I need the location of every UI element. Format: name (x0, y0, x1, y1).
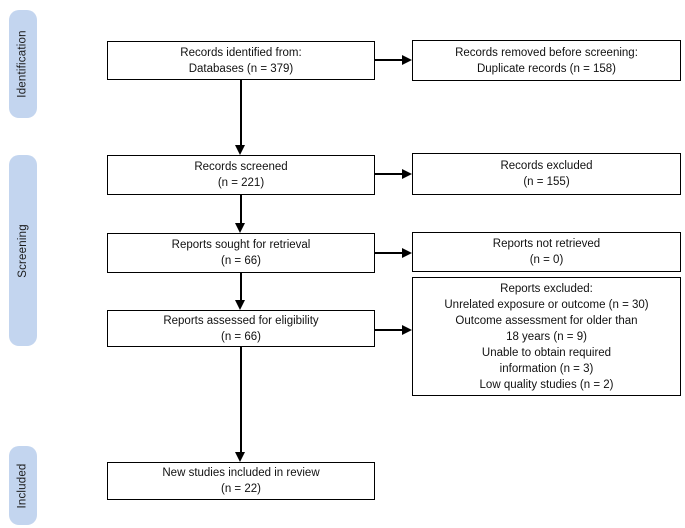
box-line: Duplicate records (n = 158) (476, 62, 617, 75)
box-line: Reports assessed for eligibility (163, 314, 319, 327)
box-line: (n = 155) (523, 176, 570, 188)
stage-included: Included (9, 446, 37, 525)
box-line: Records removed before screening: (455, 46, 638, 59)
stage-identification-label: Identification (17, 30, 29, 98)
flow-box-reports-sought: Reports sought for retrieval (n = 66) (107, 233, 375, 273)
box-line: Records identified from: (180, 46, 302, 59)
flow-box-records-removed: Records removed before screening: Duplic… (412, 40, 681, 81)
arrow-sought-to-assessed-line (240, 273, 242, 301)
box-line: Low quality studies (n = 2) (479, 378, 614, 391)
flow-box-reports-assessed: Reports assessed for eligibility (n = 66… (107, 310, 375, 347)
stage-included-label: Included (17, 462, 29, 509)
arrow-screened-to-sought-head (235, 223, 245, 233)
box-line: Outcome assessment for older than (455, 314, 638, 327)
box-line: (n = 66) (221, 255, 261, 267)
arrow-screened-to-excluded-head (402, 168, 412, 179)
arrow-identified-to-screened-line (240, 80, 242, 146)
arrow-sought-to-notretrieved-line (375, 252, 403, 254)
box-line: information (n = 3) (499, 362, 594, 375)
box-line: Unable to obtain required (481, 346, 612, 359)
arrow-identified-to-removed-head (402, 54, 412, 65)
box-line: Records screened (194, 161, 288, 173)
flow-box-reports-not-retrieved: Reports not retrieved (n = 0) (412, 232, 681, 272)
arrow-sought-to-assessed-head (235, 300, 245, 310)
box-line: (n = 66) (221, 330, 261, 343)
box-line: Databases (n = 379) (188, 62, 294, 75)
box-line: Records excluded (500, 160, 593, 172)
flow-box-new-studies-included: New studies included in review (n = 22) (107, 462, 375, 500)
stage-identification: Identification (9, 10, 37, 118)
box-line: Reports excluded: (500, 282, 593, 295)
arrow-sought-to-notretrieved-head (402, 247, 412, 258)
arrow-screened-to-sought-line (240, 195, 242, 224)
flow-box-records-screened: Records screened (n = 221) (107, 155, 375, 195)
box-line: Reports sought for retrieval (171, 239, 311, 251)
arrow-screened-to-excluded-line (375, 173, 403, 175)
stage-screening: Screening (9, 155, 37, 346)
flow-box-records-identified: Records identified from: Databases (n = … (107, 41, 375, 80)
arrow-identified-to-removed-line (375, 59, 403, 61)
arrow-assessed-to-excluded-line (375, 329, 403, 331)
box-line: New studies included in review (162, 467, 320, 479)
arrow-identified-to-screened-head (235, 145, 245, 155)
flow-box-records-excluded: Records excluded (n = 155) (412, 153, 681, 195)
box-line: (n = 0) (529, 254, 564, 266)
arrow-assessed-to-included-head (235, 452, 245, 462)
box-line: (n = 22) (221, 483, 261, 495)
arrow-assessed-to-included-line (240, 347, 242, 453)
box-line: Reports not retrieved (492, 238, 601, 250)
stage-screening-label: Screening (17, 223, 29, 278)
arrow-assessed-to-excluded-head (402, 324, 412, 335)
box-line: Unrelated exposure or outcome (n = 30) (444, 298, 649, 311)
box-line: 18 years (n = 9) (506, 330, 587, 343)
box-line: (n = 221) (217, 177, 265, 189)
flow-box-reports-excluded: Reports excluded: Unrelated exposure or … (412, 277, 681, 396)
